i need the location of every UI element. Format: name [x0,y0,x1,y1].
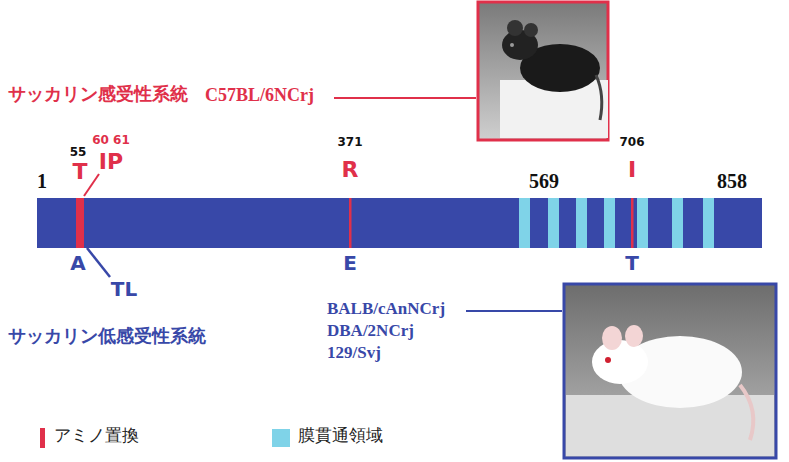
strain-name: C57BL/6NCrj [205,86,314,106]
leader-line [466,310,562,312]
residue-number: 706 [619,136,644,149]
strain-name: BALB/cAnNCrj [327,300,445,319]
legend-swatch [40,428,45,448]
amino-acid: A [70,252,85,274]
amino-acid: E [343,252,357,274]
protein-bar [37,198,762,248]
position-number: 1 [37,170,47,192]
residue-number: 55 [70,146,87,159]
legend-text: 膜貫通領域 [298,426,383,445]
amino-acid: T [72,160,87,184]
amino-acid: T [625,252,639,274]
residue-number: 60 61 [92,134,130,147]
amino-acid: R [342,158,359,182]
strain-name: 129/Svj [327,344,381,363]
transmembrane-stripes [519,198,714,248]
white-mouse-photo [564,284,776,458]
amino-acid: TL [111,278,137,300]
leader-line [334,97,476,99]
black-mouse-photo [478,2,608,140]
position-number: 858 [717,170,747,192]
legend-text: アミノ置換 [54,426,139,445]
leader-line [87,248,110,277]
substitution-marks [76,198,634,248]
strain-name: DBA/2NCrj [327,322,414,341]
strain-group-title: サッカリン感受性系統 [8,84,188,104]
legend-swatch [272,429,290,447]
amino-acid: IP [99,150,123,174]
residue-number: 371 [337,136,362,149]
amino-acid: I [628,158,636,182]
strain-group-title: サッカリン低感受性系統 [8,326,206,346]
position-number: 569 [529,170,559,192]
